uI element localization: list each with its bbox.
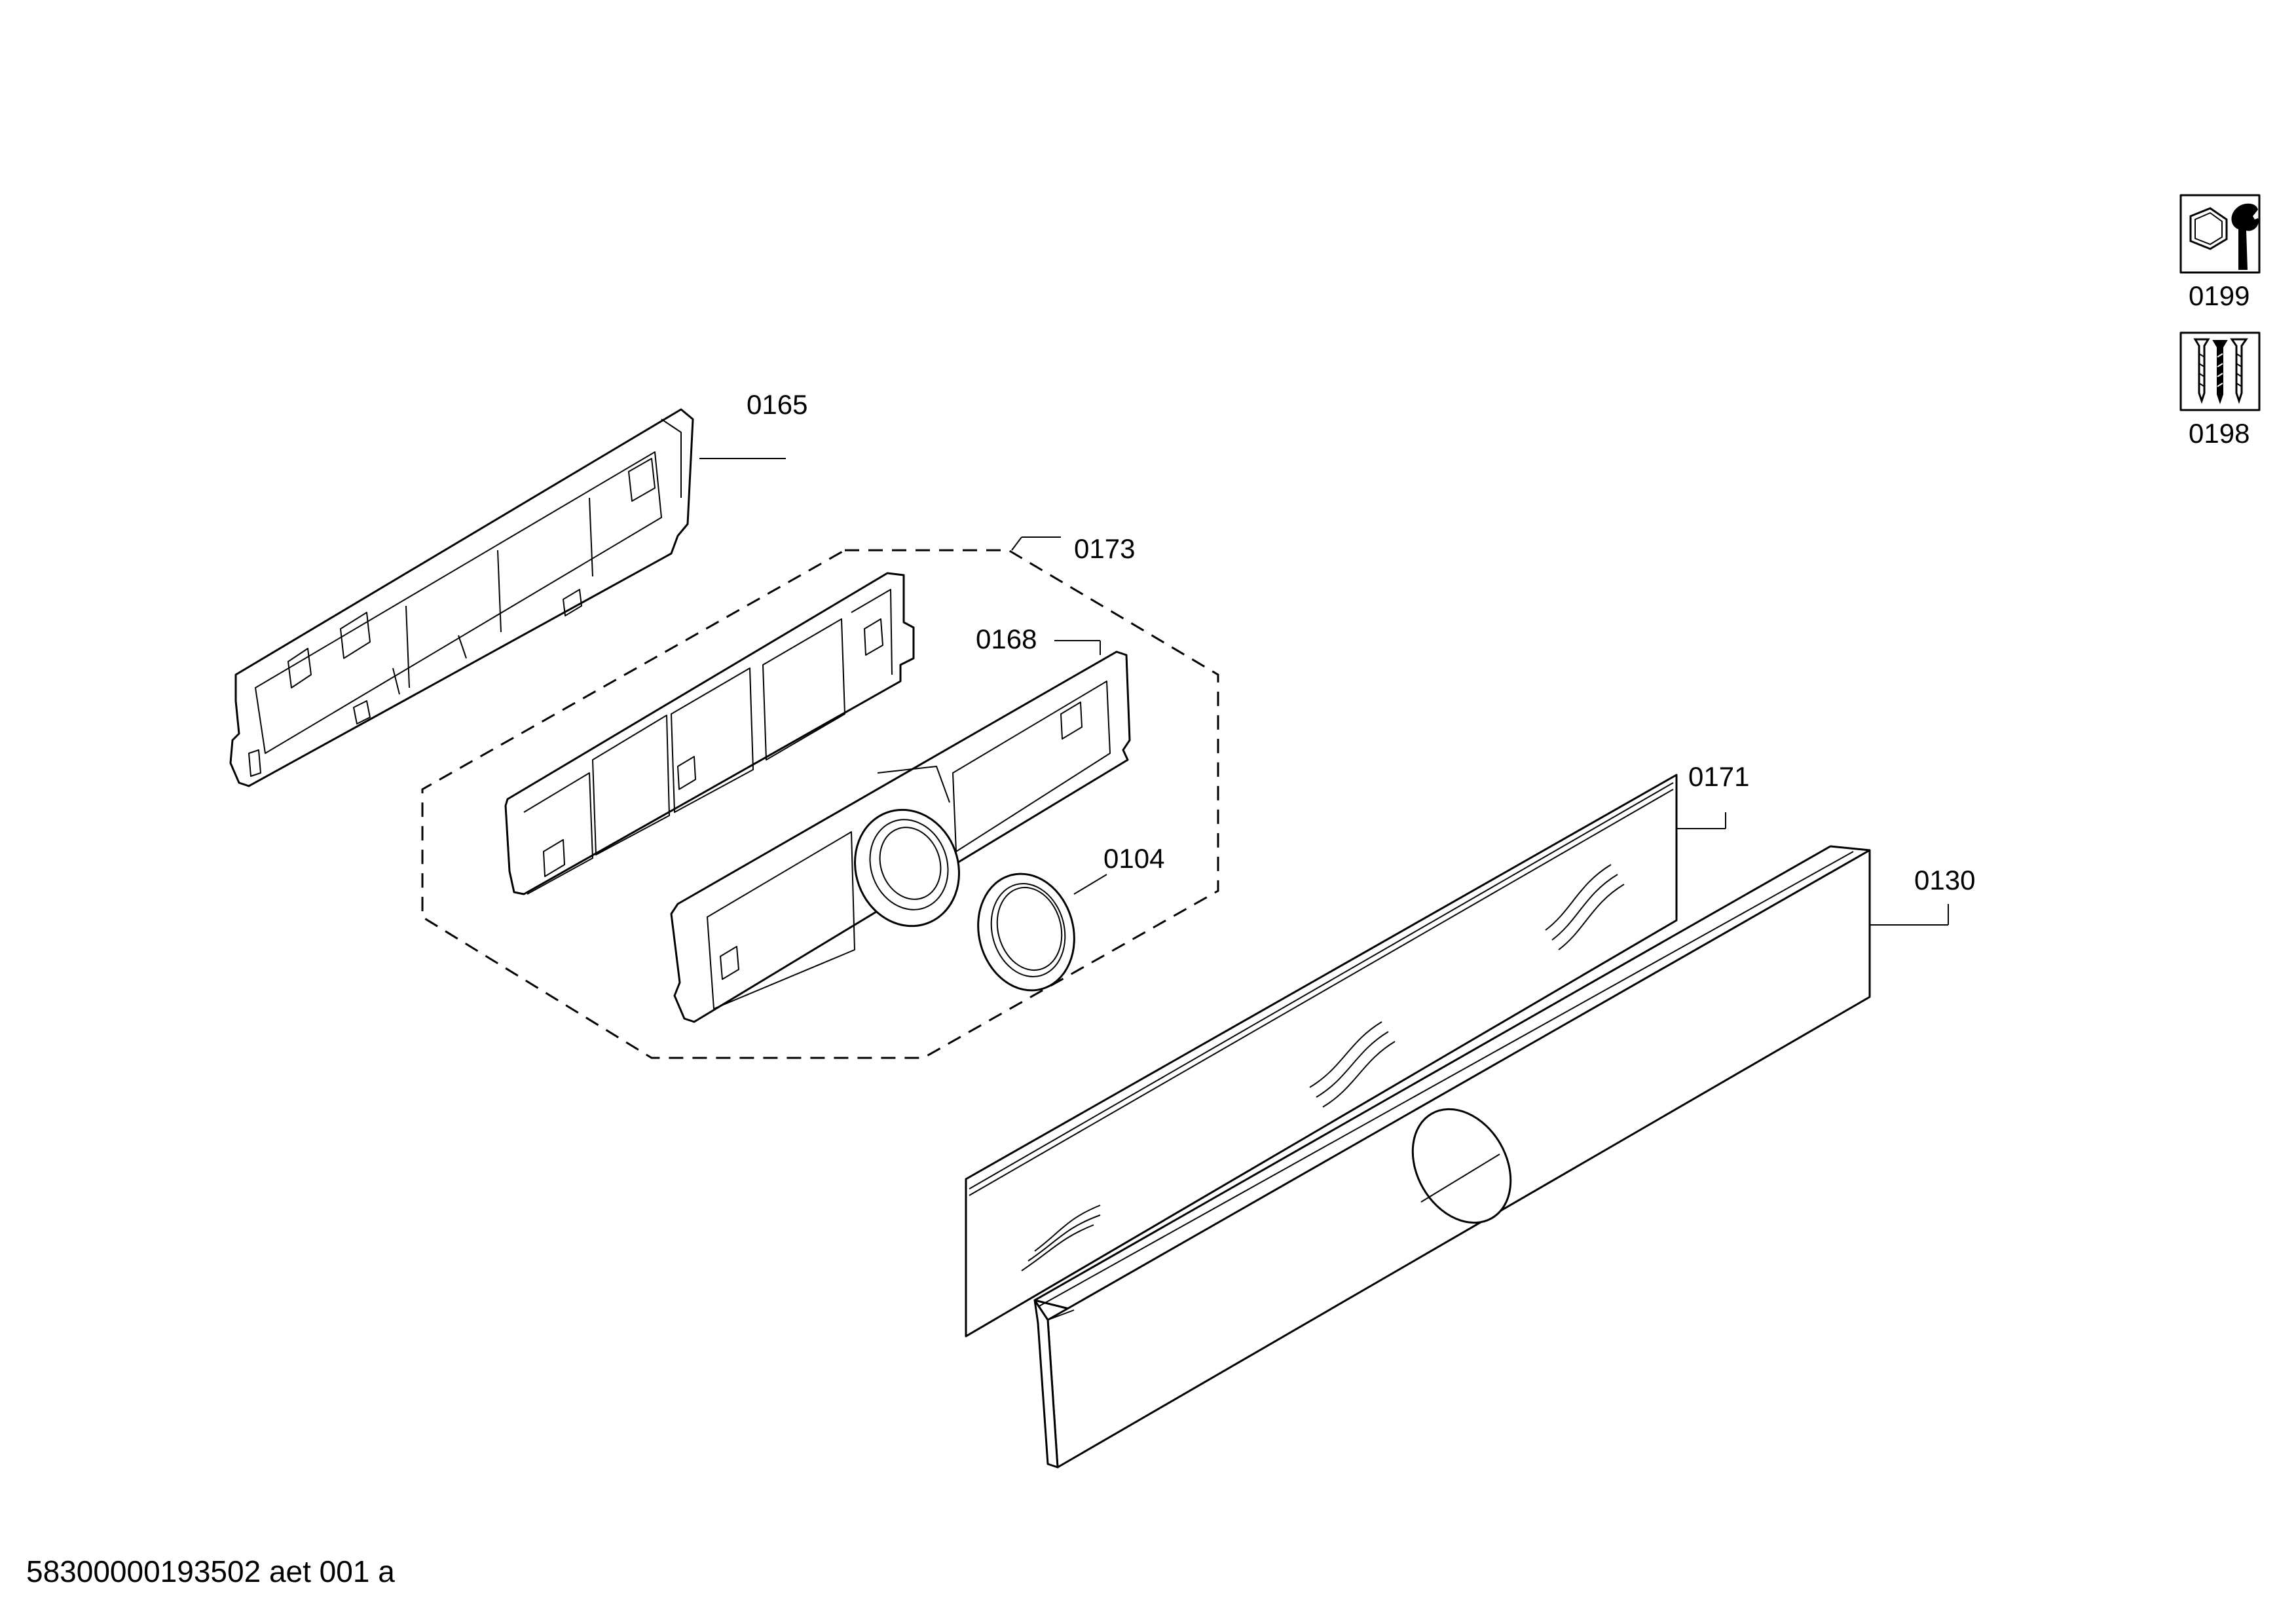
part-0173-circuit-board: [504, 572, 915, 895]
leader-0104: [1073, 874, 1107, 895]
part-0130-front-fascia: [1033, 845, 1871, 1469]
screws-icon[interactable]: [2179, 331, 2261, 411]
callout-0199[interactable]: 0199: [2189, 280, 2250, 311]
document-id: 58300000193502 aet 001 a: [26, 1554, 395, 1588]
callout-0171[interactable]: 0171: [1688, 761, 1749, 792]
callout-0198[interactable]: 0198: [2189, 418, 2250, 449]
callout-0165[interactable]: 0165: [747, 389, 807, 420]
callout-0168[interactable]: 0168: [976, 624, 1037, 654]
nut-and-wrench-icon[interactable]: [2179, 194, 2261, 274]
part-0165-mounting-frame: [229, 408, 694, 787]
leader-0173-tick: [1011, 536, 1022, 551]
part-0104-ring: [977, 873, 1075, 992]
part-0171-glass-panel: [965, 774, 1678, 1338]
part-0168-control-bracket: [670, 650, 1131, 1023]
assembly-group-0173-outline: [421, 549, 1219, 1059]
callout-0173[interactable]: 0173: [1074, 533, 1135, 564]
callout-0130[interactable]: 0130: [1914, 865, 1975, 895]
callout-0104[interactable]: 0104: [1103, 843, 1164, 874]
